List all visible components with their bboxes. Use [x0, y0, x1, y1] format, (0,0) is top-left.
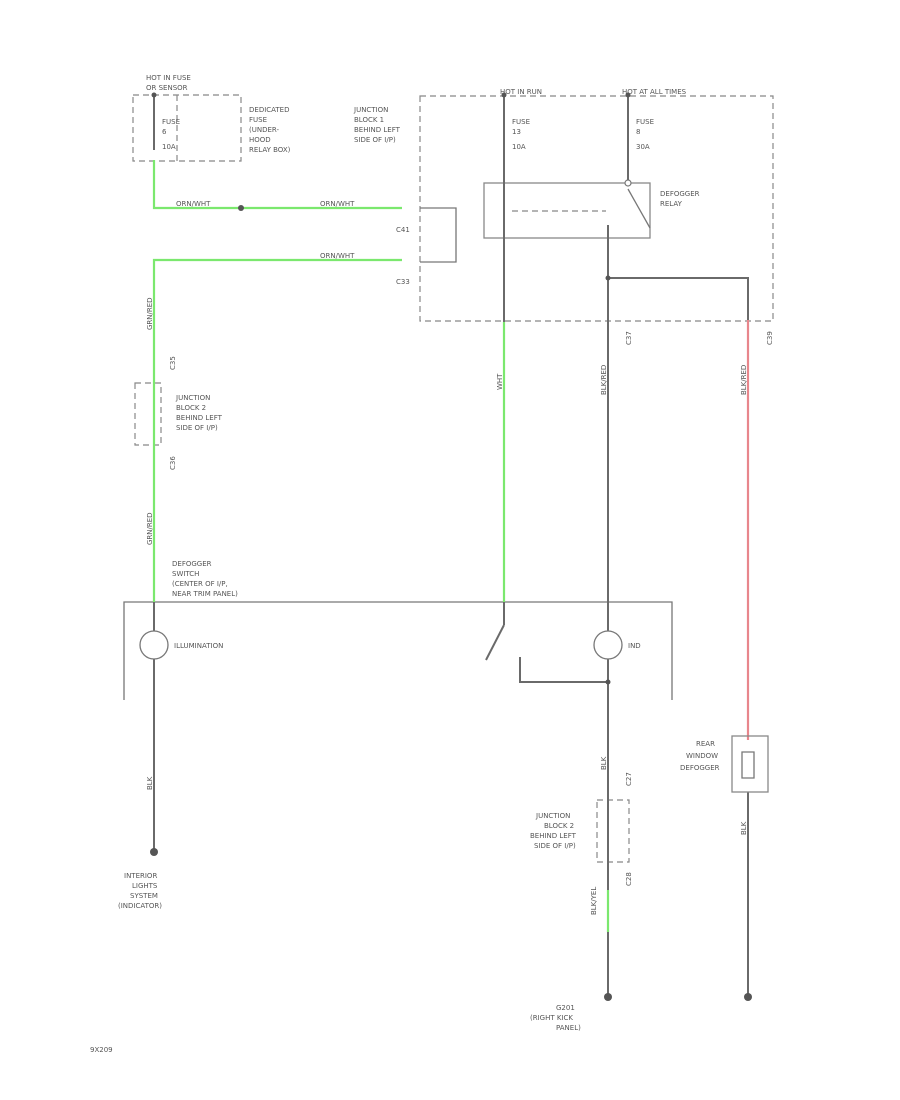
- label-interior-b: LIGHTS: [132, 882, 158, 890]
- figure-id: 9X209: [90, 1046, 113, 1054]
- splice-dot: [605, 275, 611, 281]
- label-junction-block-3-c: BEHIND LEFT: [530, 832, 577, 840]
- wire-switch-out: [519, 657, 608, 683]
- label-wire-blk-3: BLK: [740, 821, 748, 835]
- label-junction-block-3-a: JUNCTION: [535, 812, 570, 820]
- label-illumination: ILLUMINATION: [174, 642, 223, 650]
- label-fuse-left: FUSE: [162, 118, 180, 126]
- label-fuse-mid: FUSE: [512, 118, 530, 126]
- defogger-switch-outline: [123, 601, 673, 700]
- label-wire-orn-wht-2: ORN/WHT: [320, 200, 355, 208]
- wire-orn-wht-top: [152, 160, 402, 210]
- splice-dot: [605, 679, 611, 685]
- label-conn-c28: C28: [625, 872, 633, 886]
- label-defogger-relay-b: RELAY: [660, 200, 683, 208]
- wire-relay-to-rear: [608, 277, 749, 320]
- label-rear-window-b: WINDOW: [686, 752, 718, 760]
- label-conn-c36: C36: [169, 456, 177, 470]
- label-rear-window-a: REAR: [696, 740, 715, 748]
- label-ind: IND: [628, 642, 641, 650]
- rear-window-defogger-box: [731, 735, 769, 793]
- label-junction-block-2-c: BEHIND LEFT: [176, 414, 223, 422]
- junction-block-2-box: [134, 382, 162, 446]
- junction-block-3-box: [596, 799, 630, 863]
- label-hot-at-all-times: HOT AT ALL TIMES: [622, 88, 687, 96]
- label-hot-in-fuse: HOT IN FUSE: [146, 74, 191, 82]
- label-junction-block-1-a: JUNCTION: [353, 106, 388, 114]
- label-conn-c37: C37: [625, 331, 633, 345]
- label-dedicated-3: (UNDER-: [249, 126, 279, 134]
- label-junction-block-3-d: SIDE OF I/P): [534, 842, 576, 850]
- label-conn-c27: C27: [625, 772, 633, 786]
- label-interior-a: INTERIOR: [124, 872, 157, 880]
- label-defogger-switch-d: NEAR TRIM PANEL): [172, 590, 238, 598]
- defogger-relay-box: [483, 182, 651, 239]
- terminal-dot: [625, 92, 631, 98]
- relay-contact: [624, 179, 632, 187]
- indicator-lamp-icon: [593, 630, 623, 660]
- rear-window-defogger-element: [741, 751, 755, 779]
- label-rear-window-c: DEFOGGER: [680, 764, 720, 772]
- illumination-lamp-icon: [139, 630, 169, 660]
- label-junction-block-1-d: SIDE OF I/P): [354, 136, 396, 144]
- label-wire-blk-yel: BLK/YEL: [590, 887, 598, 915]
- terminal-dot: [151, 92, 157, 98]
- label-dedicated-4: HOOD: [249, 136, 271, 144]
- label-conn-c35: C35: [169, 356, 177, 370]
- terminal-dot: [501, 92, 507, 98]
- label-g201-b: (RIGHT KICK: [530, 1014, 573, 1022]
- connector-bracket-c41-c33: [420, 207, 457, 263]
- splice-dot: [238, 205, 244, 211]
- label-wire-blk-1: BLK: [146, 776, 154, 790]
- wire-orn-wht-left: [152, 258, 402, 602]
- label-g201-a: G201: [556, 1004, 575, 1012]
- label-hot-in-run: HOT IN RUN: [500, 88, 542, 96]
- label-defogger-switch-a: DEFOGGER: [172, 560, 212, 568]
- label-fuse-right-amp: 30A: [636, 143, 650, 151]
- label-fuse-right: FUSE: [636, 118, 654, 126]
- label-fuse-left-num: 6: [162, 128, 167, 136]
- label-dedicated-1: DEDICATED: [249, 106, 290, 114]
- label-conn-c39: C39: [766, 331, 774, 345]
- label-wire-blk-red-2: BLK/RED: [740, 365, 748, 395]
- label-wire-grn-red-1: GRN/RED: [146, 297, 154, 330]
- ground-dot-g201: [604, 993, 612, 1001]
- label-wire-blk-red: BLK/RED: [600, 365, 608, 395]
- label-junction-block-1-b: BLOCK 1: [354, 116, 384, 124]
- label-hot-in-fuse-sub: OR SENSOR: [146, 84, 188, 92]
- label-defogger-switch-b: SWITCH: [172, 570, 199, 578]
- label-wire-orn-wht-3: ORN/WHT: [320, 252, 355, 260]
- label-conn-c33: C33: [396, 278, 410, 286]
- label-junction-block-3-b: BLOCK 2: [544, 822, 574, 830]
- label-wire-wht: WHT: [496, 373, 504, 390]
- label-junction-block-2-a: JUNCTION: [175, 394, 210, 402]
- label-interior-c: SYSTEM: [130, 892, 158, 900]
- label-wire-blk-2: BLK: [600, 756, 608, 770]
- label-defogger-switch-c: (CENTER OF I/P,: [172, 580, 228, 588]
- label-interior-d: (INDICATOR): [118, 902, 162, 910]
- label-junction-block-1-c: BEHIND LEFT: [354, 126, 401, 134]
- label-wire-orn-wht-1: ORN/WHT: [176, 200, 211, 208]
- ground-dot-interior: [150, 848, 158, 856]
- label-g201-c: PANEL): [556, 1024, 581, 1032]
- ground-dot-rear: [744, 993, 752, 1001]
- switch-blade: [485, 624, 505, 661]
- label-fuse-mid-num: 13: [512, 128, 521, 136]
- label-fuse-right-num: 8: [636, 128, 640, 136]
- label-fuse-mid-amp: 10A: [512, 143, 526, 151]
- label-dedicated-5: RELAY BOX): [249, 146, 291, 154]
- relay-switch-blade: [627, 188, 651, 229]
- label-junction-block-2-d: SIDE OF I/P): [176, 424, 218, 432]
- hot-in-fuse-box: [132, 94, 242, 162]
- label-fuse-left-amp: 10A: [162, 143, 176, 151]
- junction-block-1-box: [419, 95, 774, 322]
- label-defogger-relay-a: DEFOGGER: [660, 190, 700, 198]
- label-dedicated-2: FUSE: [249, 116, 267, 124]
- label-conn-c41: C41: [396, 226, 410, 234]
- label-junction-block-2-b: BLOCK 2: [176, 404, 206, 412]
- label-wire-grn-red-2: GRN/RED: [146, 512, 154, 545]
